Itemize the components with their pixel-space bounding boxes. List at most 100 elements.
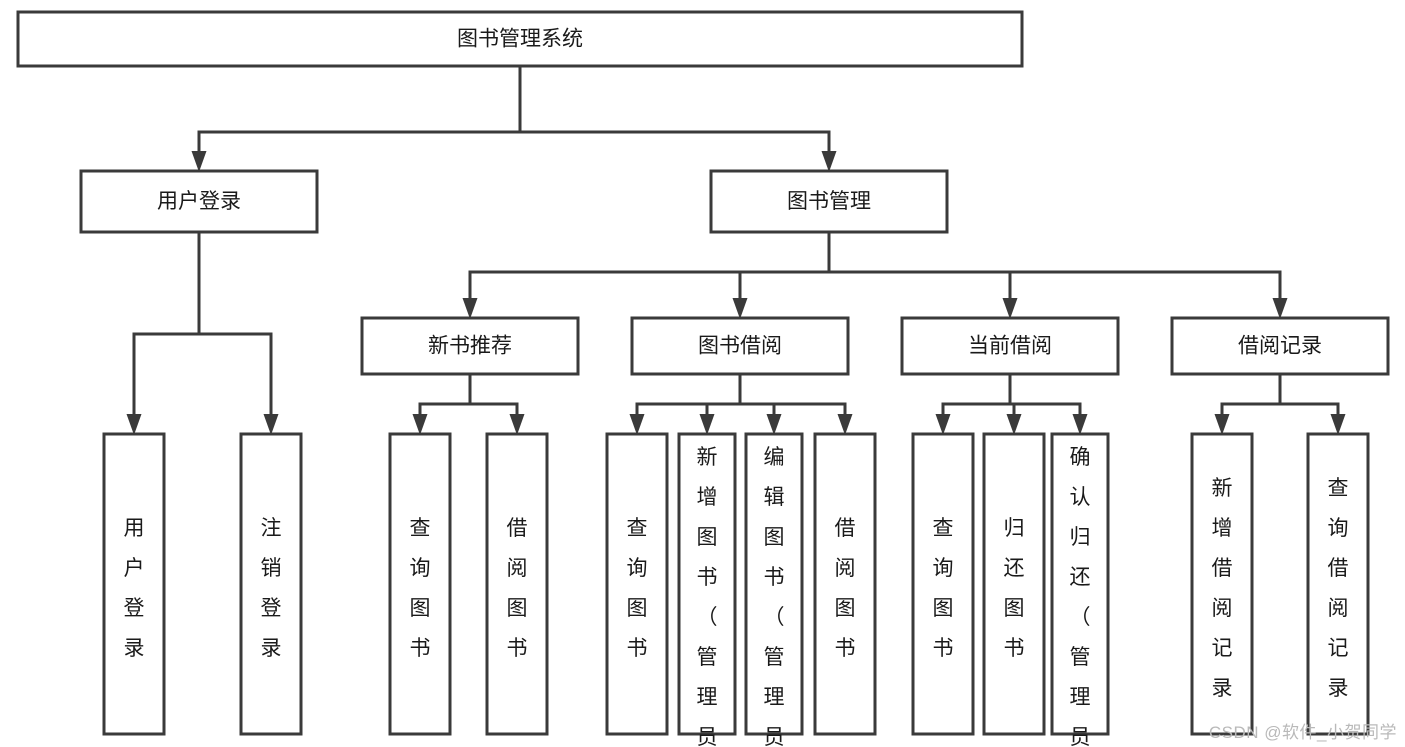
arrow-head-icon <box>263 414 279 435</box>
node-label: 借阅图书 <box>835 517 856 660</box>
node-box[interactable] <box>360 316 580 376</box>
node-borrow-record[interactable]: 借阅记录 <box>1170 316 1390 376</box>
node-label: 借阅记录 <box>1238 335 1322 358</box>
node-leaf-add-book[interactable]: 新增图书（管理员） <box>677 432 737 747</box>
arrow-head-icon <box>732 298 748 319</box>
connector-line <box>941 374 1012 416</box>
node-leaf-query-book-borrow[interactable]: 查询图书 <box>605 432 669 736</box>
node-leaf-user-login[interactable]: 用户登录 <box>102 432 166 736</box>
node-leaf-query-book-cur[interactable]: 查询图书 <box>911 432 975 736</box>
arrow-head-icon <box>462 298 478 319</box>
arrow-head-icon <box>1272 298 1288 319</box>
node-box[interactable] <box>744 432 804 736</box>
connector-new-book-rec-to-leaf-borrow-book-rec <box>468 374 525 435</box>
arrow-head-icon <box>837 414 853 435</box>
node-label: 新增借阅记录 <box>1212 477 1233 700</box>
node-user-login[interactable]: 用户登录 <box>79 169 319 234</box>
node-current-borrow[interactable]: 当前借阅 <box>900 316 1120 376</box>
connector-line <box>1278 374 1340 416</box>
node-leaf-borrow-book[interactable]: 借阅图书 <box>813 432 877 736</box>
connector-line <box>827 232 1282 300</box>
node-leaf-return-book[interactable]: 归还图书 <box>982 432 1046 736</box>
node-book-manage[interactable]: 图书管理 <box>709 169 949 234</box>
node-box[interactable] <box>1306 432 1370 736</box>
node-label: 新书推荐 <box>428 335 512 358</box>
connector-line <box>468 232 831 300</box>
node-label: 注销登录 <box>261 517 282 660</box>
node-leaf-add-record[interactable]: 新增借阅记录 <box>1190 432 1254 736</box>
connector-line <box>738 374 776 416</box>
connector-borrow-record-to-leaf-add-record <box>1214 374 1282 435</box>
connector-line <box>468 374 519 416</box>
arrow-head-icon <box>766 414 782 435</box>
connector-line <box>197 66 522 153</box>
connector-book-manage-to-book-borrow <box>732 232 831 319</box>
node-label: 查询图书 <box>410 517 431 660</box>
node-label: 用户登录 <box>124 517 145 660</box>
node-label: 当前借阅 <box>968 335 1052 358</box>
node-label: 查询借阅记录 <box>1328 477 1349 700</box>
arrow-head-icon <box>1006 414 1022 435</box>
node-box[interactable] <box>102 432 166 736</box>
connector-line <box>418 374 472 416</box>
node-leaf-borrow-book-rec[interactable]: 借阅图书 <box>485 432 549 736</box>
node-root[interactable]: 图书管理系统 <box>16 10 1024 68</box>
node-box[interactable] <box>605 432 669 736</box>
arrow-head-icon <box>412 414 428 435</box>
connector-new-book-rec-to-leaf-query-book-rec <box>412 374 472 435</box>
connector-current-borrow-to-leaf-confirm-return <box>1008 374 1088 435</box>
arrow-head-icon <box>126 414 142 435</box>
node-label: 图书借阅 <box>698 335 782 358</box>
connector-book-borrow-to-leaf-borrow-book <box>738 374 853 435</box>
node-box[interactable] <box>485 432 549 736</box>
connector-line <box>1220 374 1282 416</box>
node-box[interactable] <box>79 169 319 234</box>
node-box[interactable] <box>709 169 949 234</box>
node-box[interactable] <box>900 316 1120 376</box>
connector-line <box>738 232 831 300</box>
node-box[interactable] <box>239 432 303 736</box>
node-box[interactable] <box>813 432 877 736</box>
arrow-head-icon <box>1002 298 1018 319</box>
node-new-book-rec[interactable]: 新书推荐 <box>360 316 580 376</box>
node-box[interactable] <box>630 316 850 376</box>
node-box[interactable] <box>16 10 1024 68</box>
connector-root-to-book-manage <box>518 66 837 172</box>
node-leaf-confirm-return[interactable]: 确认归还（管理员） <box>1050 432 1110 747</box>
arrow-head-icon <box>1072 414 1088 435</box>
node-box[interactable] <box>1170 316 1390 376</box>
connector-book-manage-to-new-book-rec <box>462 232 831 319</box>
node-leaf-edit-book[interactable]: 编辑图书（管理员） <box>744 432 804 747</box>
node-book-borrow[interactable]: 图书借阅 <box>630 316 850 376</box>
node-box[interactable] <box>1050 432 1110 736</box>
node-box[interactable] <box>388 432 452 736</box>
node-label: 借阅图书 <box>507 517 528 660</box>
connector-line <box>738 374 847 416</box>
node-box[interactable] <box>1190 432 1254 736</box>
connector-user-login-to-leaf-logout <box>197 232 279 435</box>
connector-book-manage-to-borrow-record <box>827 232 1288 319</box>
node-label: 图书管理 <box>787 190 871 213</box>
connectors-layer <box>126 66 1346 435</box>
node-leaf-logout[interactable]: 注销登录 <box>239 432 303 736</box>
arrow-head-icon <box>1214 414 1230 435</box>
connector-borrow-record-to-leaf-query-record <box>1278 374 1346 435</box>
connector-root-to-user-login <box>191 66 522 172</box>
connector-current-borrow-to-leaf-query-book-cur <box>935 374 1012 435</box>
arrow-head-icon <box>191 151 207 172</box>
node-label: 图书管理系统 <box>457 28 583 51</box>
node-leaf-query-book-rec[interactable]: 查询图书 <box>388 432 452 736</box>
connector-book-borrow-to-leaf-add-book <box>699 374 742 435</box>
node-leaf-query-record[interactable]: 查询借阅记录 <box>1306 432 1370 736</box>
node-box[interactable] <box>677 432 737 736</box>
arrow-head-icon <box>509 414 525 435</box>
arrow-head-icon <box>821 151 837 172</box>
node-box[interactable] <box>982 432 1046 736</box>
connector-line <box>635 374 742 416</box>
connector-book-manage-to-current-borrow <box>827 232 1018 319</box>
node-box[interactable] <box>911 432 975 736</box>
node-label: 确认归还（管理员） <box>1070 446 1091 747</box>
connector-line <box>827 232 1012 300</box>
